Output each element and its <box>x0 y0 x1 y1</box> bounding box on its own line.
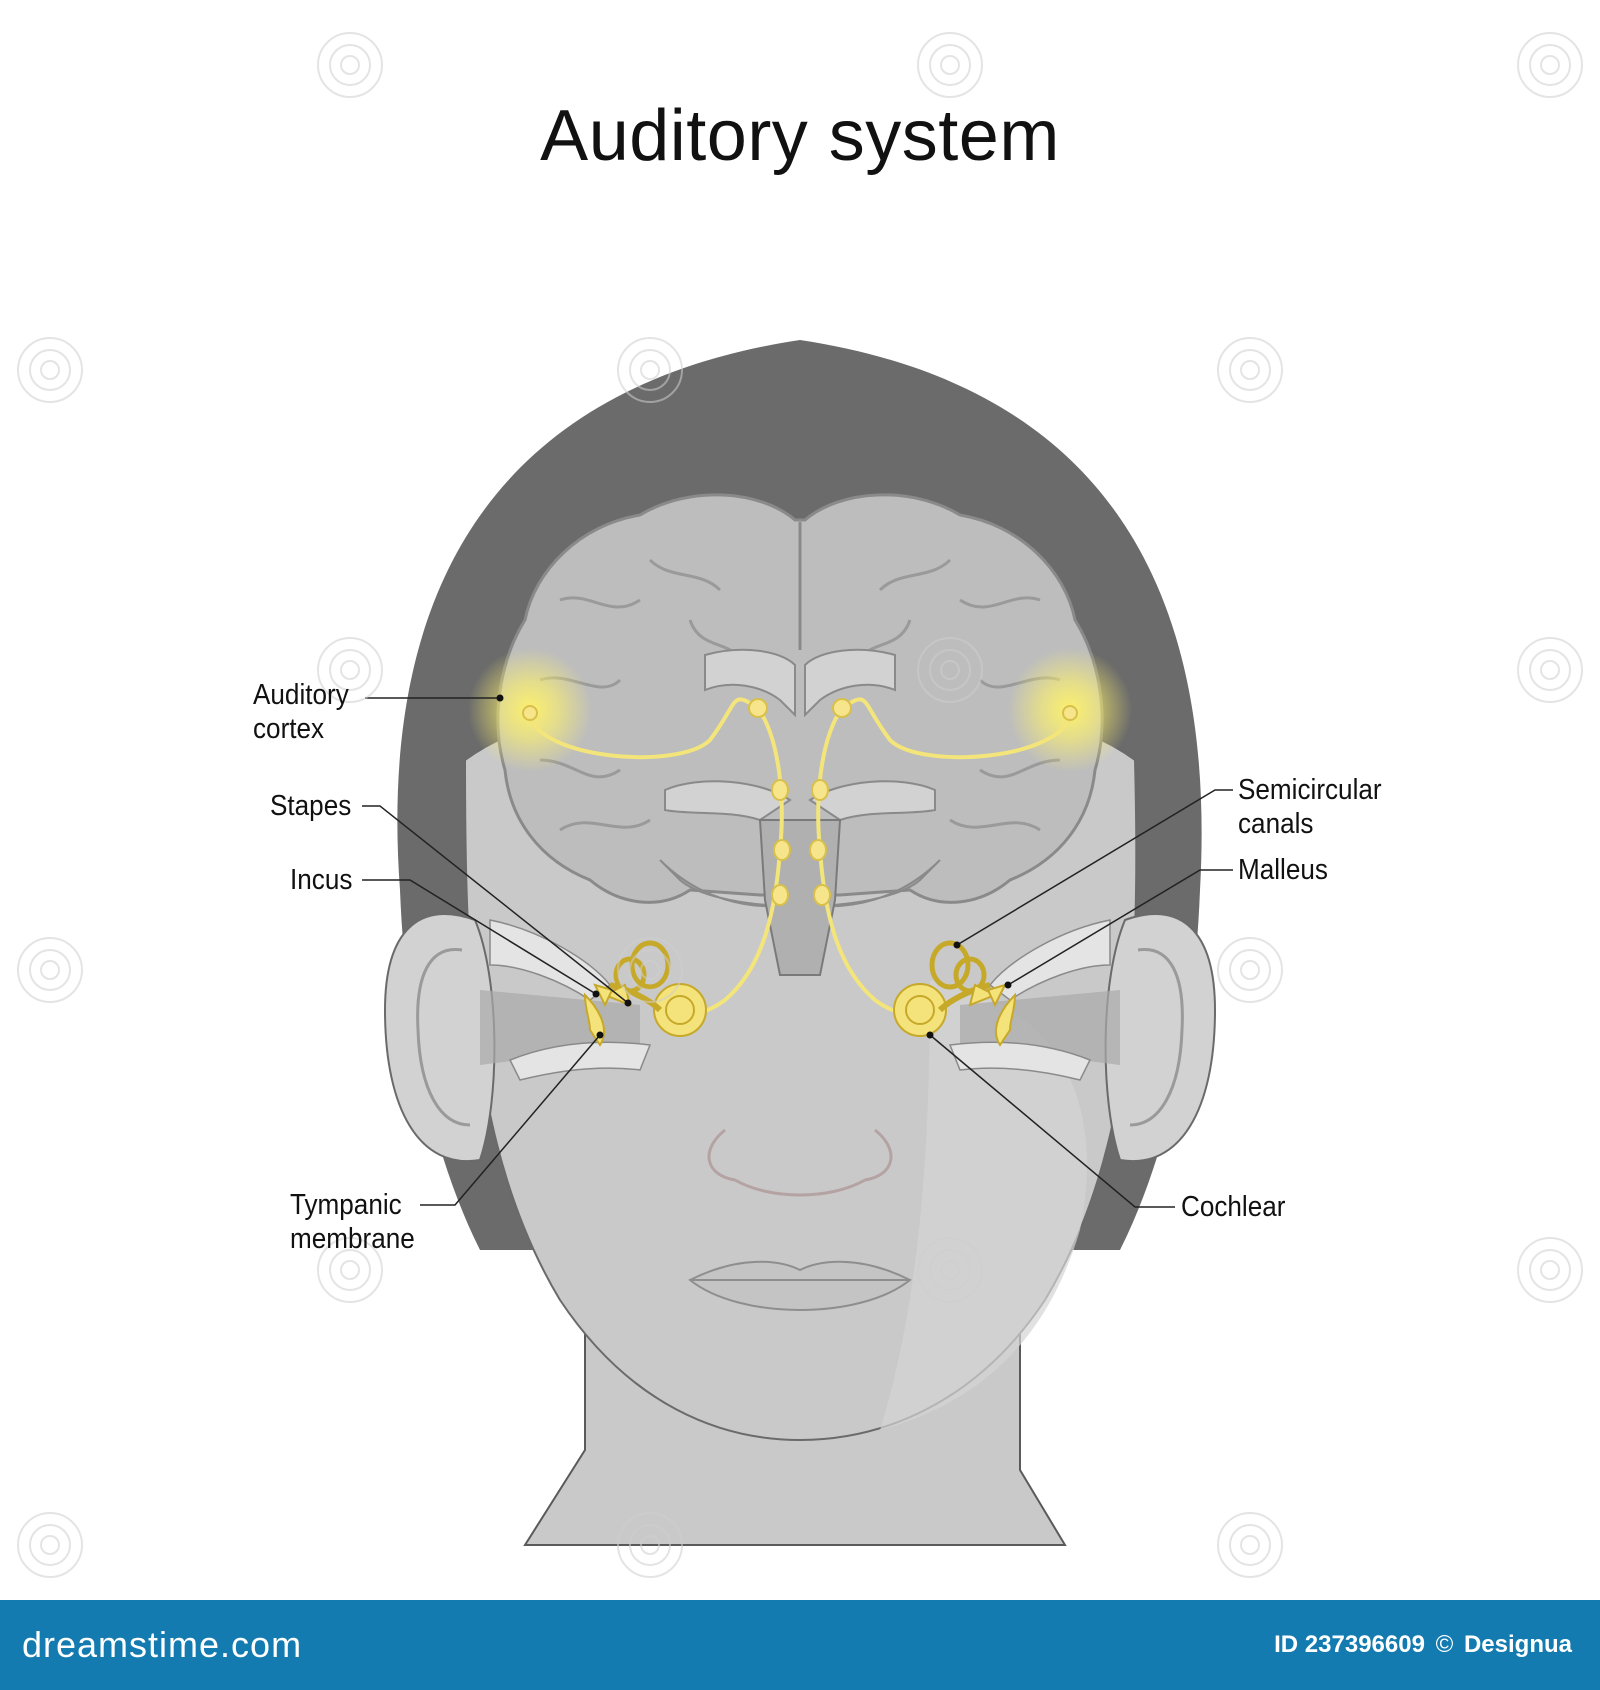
diagram-stage: Auditory system Auditory cortex Stapes I… <box>17 32 1583 1578</box>
image-id: ID 237396609 <box>1274 1631 1425 1658</box>
label-semicircular-canals: Semicircular canals <box>1238 774 1382 840</box>
head-illustration <box>17 32 1583 1578</box>
left-incus <box>593 983 614 1008</box>
diagram-title: Auditory system <box>540 96 1060 176</box>
brain <box>496 493 1104 904</box>
right-stapes <box>968 983 998 1007</box>
leader-dots <box>496 694 1012 1039</box>
right-inner-ear <box>893 940 1017 1047</box>
leader-lines <box>362 697 1233 1208</box>
right-incus <box>986 983 1007 1008</box>
copyright-icon: © <box>1435 1631 1454 1658</box>
footer-brand[interactable]: dreamstime.com <box>22 1624 303 1665</box>
label-incus: Incus <box>290 864 353 896</box>
lateral-ventricles <box>704 648 896 718</box>
author-name[interactable]: Designua <box>1463 1631 1572 1658</box>
label-cochlear: Cochlear <box>1181 1191 1286 1223</box>
label-auditory-cortex: Auditory cortex <box>253 679 349 745</box>
left-ear <box>383 913 496 1163</box>
right-malleus <box>995 992 1017 1047</box>
temporal-lobes <box>664 780 936 822</box>
pathway-nodes <box>522 698 1078 906</box>
watermark-spiral-icon <box>17 32 1583 1578</box>
face-shade <box>880 980 1087 1430</box>
right-ear <box>1104 913 1217 1163</box>
left-auditory-pathway <box>528 697 784 1017</box>
nose <box>707 1128 893 1197</box>
right-auditory-pathway <box>816 697 1072 1017</box>
label-stapes: Stapes <box>270 790 352 822</box>
footer-credit: ID 237396609 © Designua <box>1274 1631 1572 1659</box>
label-malleus: Malleus <box>1238 854 1328 886</box>
lips <box>688 1260 912 1311</box>
stock-footer-bar: dreamstime.com ID 237396609 © Designua <box>0 1600 1600 1690</box>
label-tympanic-membrane: Tympanic membrane <box>290 1189 415 1255</box>
